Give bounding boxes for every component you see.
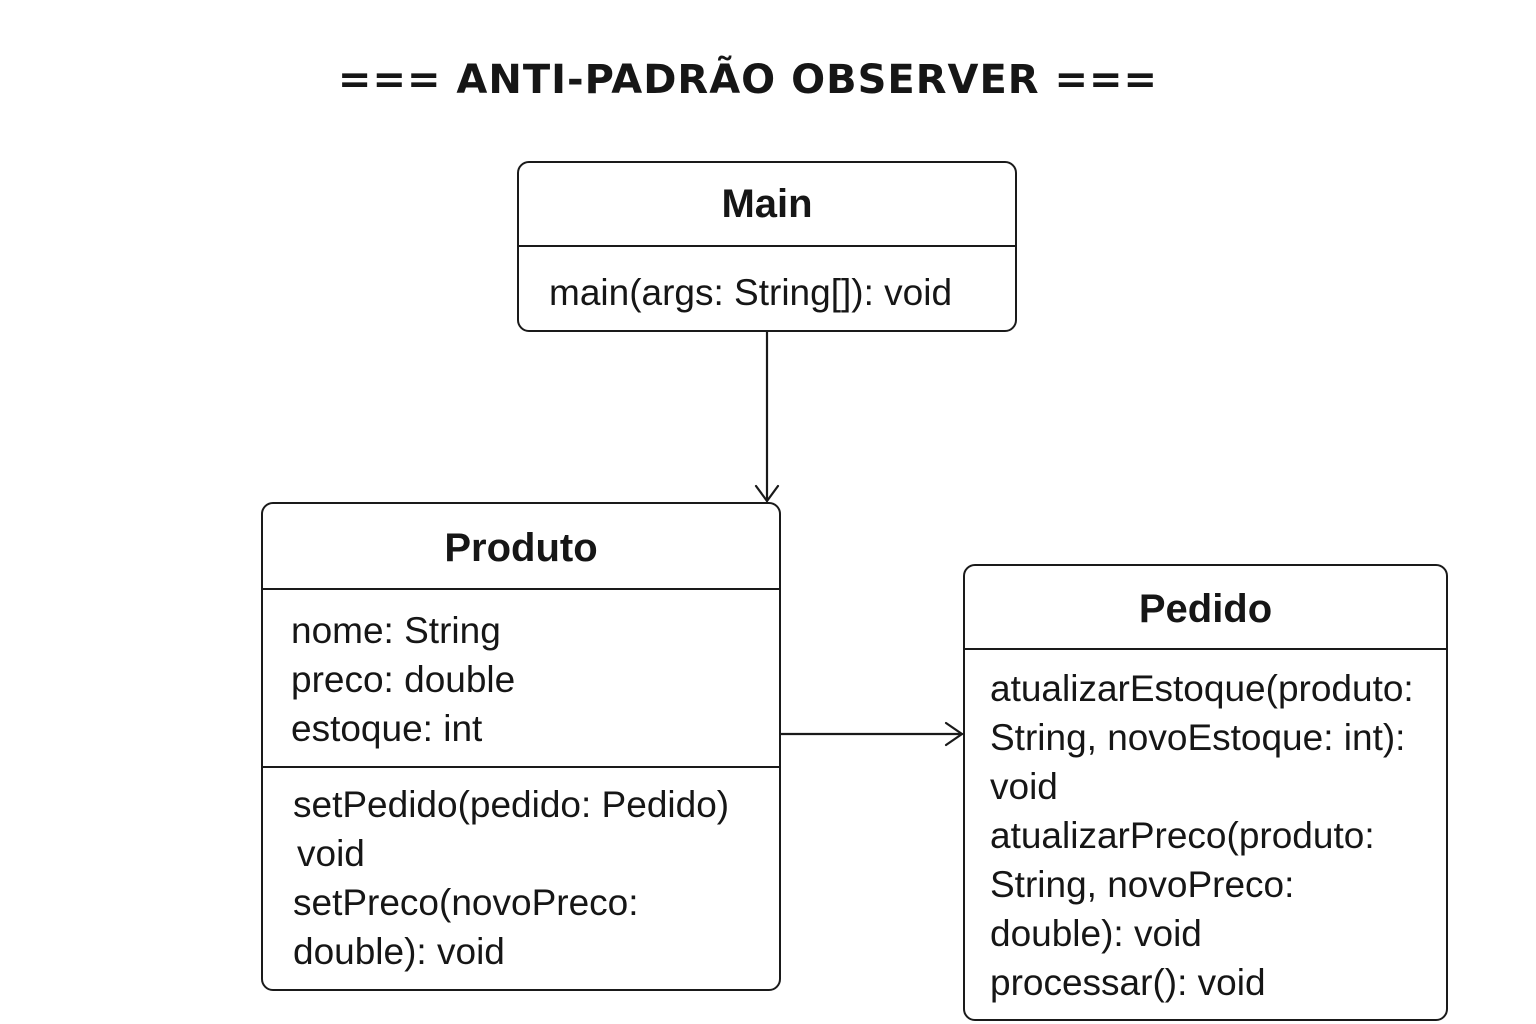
class-produto-method-line: setPedido(pedido: Pedido) — [293, 784, 730, 825]
class-produto: Produto nome: String preco: double estoq… — [261, 502, 781, 991]
diagram-title: === ANTI-PADRÃO OBSERVER === — [337, 57, 1159, 103]
class-pedido-method-line: void — [990, 766, 1058, 807]
class-produto-attribute: preco: double — [291, 659, 516, 700]
class-main-name: Main — [519, 163, 1015, 247]
class-produto-method-line: void — [297, 833, 365, 874]
class-pedido-method-line: atualizarEstoque(produto: — [990, 668, 1414, 709]
class-produto-name: Produto — [263, 504, 779, 590]
class-main-method: main(args: String[]): void — [549, 272, 953, 313]
class-pedido-name: Pedido — [965, 566, 1446, 650]
class-main-methods: main(args: String[]): void — [519, 247, 1015, 317]
class-pedido-method-line: processar(): void — [990, 962, 1266, 1003]
class-produto-attributes: nome: String preco: double estoque: int — [263, 590, 779, 768]
class-main: Main main(args: String[]): void — [517, 161, 1017, 332]
arrowhead-right-icon — [944, 721, 964, 747]
class-produto-method-line: setPreco(novoPreco: — [293, 882, 639, 923]
class-produto-methods: setPedido(pedido: Pedido) void setPreco(… — [263, 768, 779, 976]
class-pedido-method-line: atualizarPreco(produto: — [990, 815, 1375, 856]
class-produto-attribute: estoque: int — [291, 708, 483, 749]
arrowhead-down-icon — [754, 484, 780, 503]
class-pedido-method-line: double): void — [990, 913, 1202, 954]
class-pedido-methods: atualizarEstoque(produto: String, novoEs… — [965, 650, 1446, 1007]
class-pedido-method-line: String, novoEstoque: int): — [990, 717, 1406, 758]
class-pedido-method-line: String, novoPreco: — [990, 864, 1295, 905]
association-main-produto — [754, 330, 780, 503]
class-produto-attribute: nome: String — [291, 610, 501, 651]
class-produto-method-line: double): void — [293, 931, 505, 972]
class-pedido: Pedido atualizarEstoque(produto: String,… — [963, 564, 1448, 1021]
association-produto-pedido — [779, 721, 964, 747]
